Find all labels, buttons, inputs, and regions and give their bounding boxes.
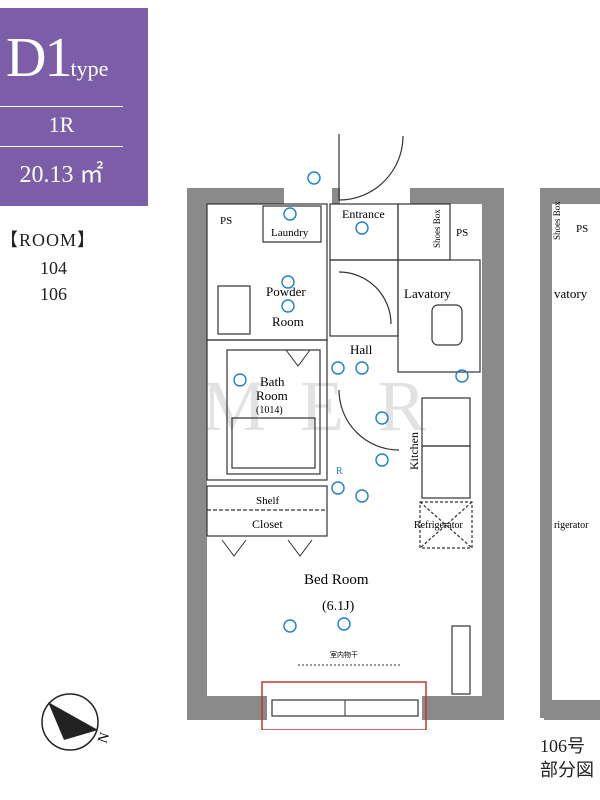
closet-label: Closet xyxy=(252,517,283,531)
ps-right-label: PS xyxy=(456,227,468,239)
refrigerator-label: Refrigerator xyxy=(414,520,464,531)
type-code: D1type xyxy=(6,30,108,97)
room-number: 106 xyxy=(40,284,67,304)
type-code-value: D1 xyxy=(6,27,72,89)
neighbor-ps-label: PS xyxy=(576,223,588,235)
lavatory-label: Lavatory xyxy=(404,286,451,301)
room-number: 104 xyxy=(40,258,67,278)
window xyxy=(261,681,427,730)
neighbor-unit: Shoes Box PS vatory rigerator xyxy=(544,188,600,720)
laundry-label: Laundry xyxy=(271,227,309,239)
walls xyxy=(187,188,552,720)
shoes-box-label: Shoes Box xyxy=(432,209,442,248)
neighbor-refrigerator-label: rigerator xyxy=(554,520,589,531)
watermark: M E R xyxy=(202,366,434,446)
ps-left-label: PS xyxy=(220,215,232,227)
ceiling-note: 室内物干 xyxy=(330,650,358,659)
interior-lines xyxy=(206,134,481,695)
kitchen-label: Kitchen xyxy=(407,432,421,470)
electrical-fixtures xyxy=(233,171,469,633)
compass-north-label: N xyxy=(96,731,114,746)
layout-type: 1R xyxy=(48,112,75,137)
powder-room-label: Room xyxy=(272,314,304,329)
floor-area: 20.13 ㎡ xyxy=(19,162,104,188)
bath-room-label: Room xyxy=(256,388,288,403)
bed-room-label: Bed Room xyxy=(304,572,369,588)
floorplan-type-badge: D1type 1R 20.13 ㎡ xyxy=(0,8,148,206)
entrance-label: Entrance xyxy=(342,207,385,221)
bed-room-size: (6.1J) xyxy=(322,599,355,614)
powder-room-label: Powder xyxy=(266,284,306,299)
partial-plan-caption: 部分図 xyxy=(540,760,594,780)
partial-plan-note: 106号 部分図 xyxy=(540,734,594,782)
partial-plan-room: 106号 xyxy=(540,736,585,756)
closet-doors xyxy=(221,349,313,557)
type-suffix: type xyxy=(70,56,109,81)
r-mark: R xyxy=(336,466,343,477)
badge-divider xyxy=(0,106,123,107)
badge-divider xyxy=(0,146,123,147)
floor-plan: M E R xyxy=(187,134,600,730)
bath-room-label: Bath xyxy=(260,374,285,389)
neighbor-shoes-box-label: Shoes Box xyxy=(552,201,562,240)
neighbor-lavatory-label: vatory xyxy=(554,286,588,301)
compass-icon: N xyxy=(41,693,114,751)
shelf-label: Shelf xyxy=(256,495,280,507)
bath-room-size: (1014) xyxy=(256,405,283,416)
hall-label: Hall xyxy=(350,342,373,357)
room-heading: 【ROOM】 xyxy=(0,230,97,250)
